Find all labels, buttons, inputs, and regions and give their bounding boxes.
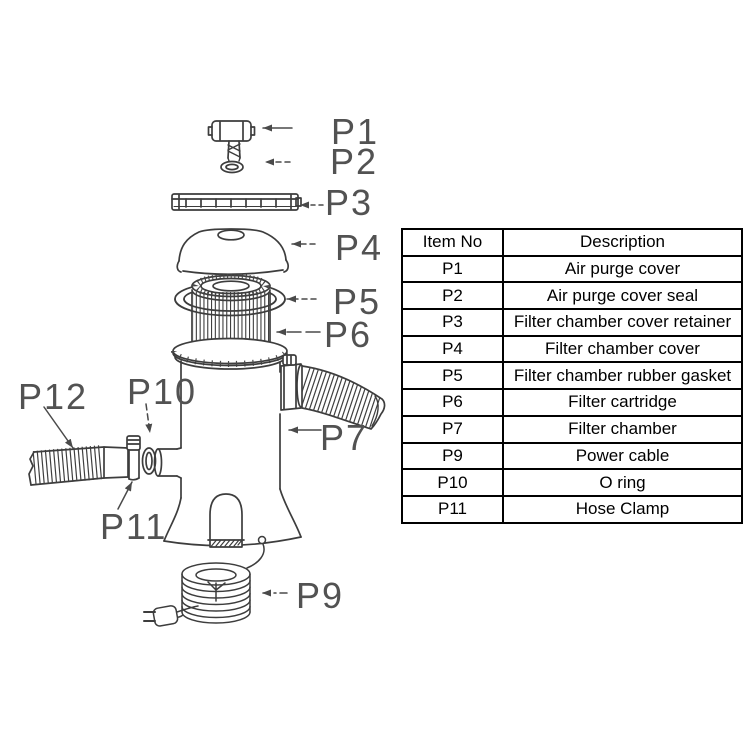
part-label-p1: P1 [331, 111, 380, 152]
plug-drawing [143, 605, 199, 627]
part-label-p10: P10 [127, 371, 198, 412]
rubber-gasket-front-drawing [174, 298, 286, 317]
header-item-no: Item No [401, 228, 504, 257]
part-label-p11: P11 [100, 506, 168, 547]
filter-chamber-drawing [163, 337, 302, 548]
chamber-cover-drawing [176, 228, 290, 276]
cover-retainer-drawing [171, 193, 302, 211]
part-label-p4: P4 [335, 227, 384, 268]
hose-clamp-drawing [126, 435, 141, 481]
part-label-p2: P2 [330, 141, 379, 182]
air-purge-cover-drawing [207, 120, 256, 162]
part-label-p3: P3 [325, 182, 374, 223]
outlet-clamp-drawing [282, 354, 297, 410]
part-label-p12: P12 [18, 376, 89, 417]
table-header-row: Item No Description [401, 228, 743, 257]
filter-cartridge-drawing [191, 273, 271, 350]
header-description: Description [502, 228, 743, 257]
inlet-hose-drawing [28, 435, 182, 486]
o-ring-drawing [141, 447, 157, 475]
part-label-p7: P7 [320, 417, 369, 458]
outlet-hose-drawing [280, 354, 386, 430]
part-label-p5: P5 [333, 281, 382, 322]
power-cable-drawing [143, 535, 267, 627]
air-purge-cover-seal-drawing [220, 160, 244, 174]
part-label-p6: P6 [324, 314, 373, 355]
part-label-p9: P9 [296, 575, 345, 616]
label-arrows [43, 124, 324, 597]
